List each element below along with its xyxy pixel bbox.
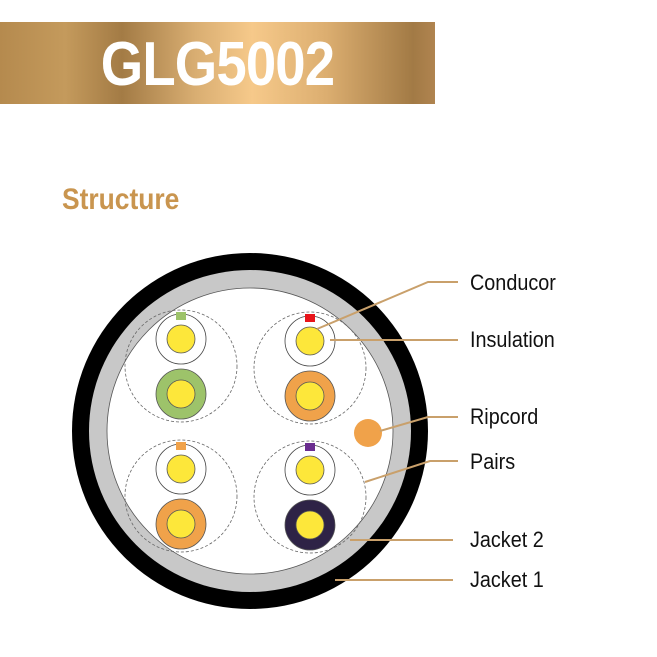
conductor bbox=[295, 455, 325, 485]
conductor bbox=[166, 509, 196, 539]
pair-boundary bbox=[253, 311, 367, 425]
section-title: Structure bbox=[62, 183, 180, 216]
pair-boundary bbox=[124, 309, 238, 423]
label-insulation: Insulation bbox=[470, 327, 555, 352]
label-ripcord: Ripcord bbox=[470, 404, 539, 429]
pair-boundary bbox=[253, 440, 367, 554]
conductor bbox=[166, 454, 196, 484]
pair-boundary bbox=[124, 439, 238, 553]
ripcord-leader-line bbox=[379, 416, 458, 432]
color-stripe-marker bbox=[176, 442, 186, 450]
conductor bbox=[166, 324, 196, 354]
conductor bbox=[295, 381, 325, 411]
conductor bbox=[295, 510, 325, 540]
color-stripe-marker bbox=[305, 443, 315, 451]
conductor bbox=[166, 379, 196, 409]
cable-core bbox=[106, 287, 394, 575]
label-jacket-1: Jacket 1 bbox=[470, 567, 544, 592]
color-stripe-marker bbox=[176, 312, 186, 320]
conductor-leader-line bbox=[316, 281, 458, 330]
ripcord bbox=[354, 419, 382, 447]
title-banner bbox=[0, 22, 435, 104]
color-stripe-marker bbox=[305, 314, 315, 322]
label-conductor: Conducor bbox=[470, 270, 556, 295]
label-jacket-2: Jacket 2 bbox=[470, 527, 544, 552]
conductor bbox=[295, 326, 325, 356]
product-title: GLG5002 bbox=[100, 30, 335, 99]
pairs-leader-line bbox=[364, 460, 458, 483]
label-pairs: Pairs bbox=[470, 449, 516, 474]
